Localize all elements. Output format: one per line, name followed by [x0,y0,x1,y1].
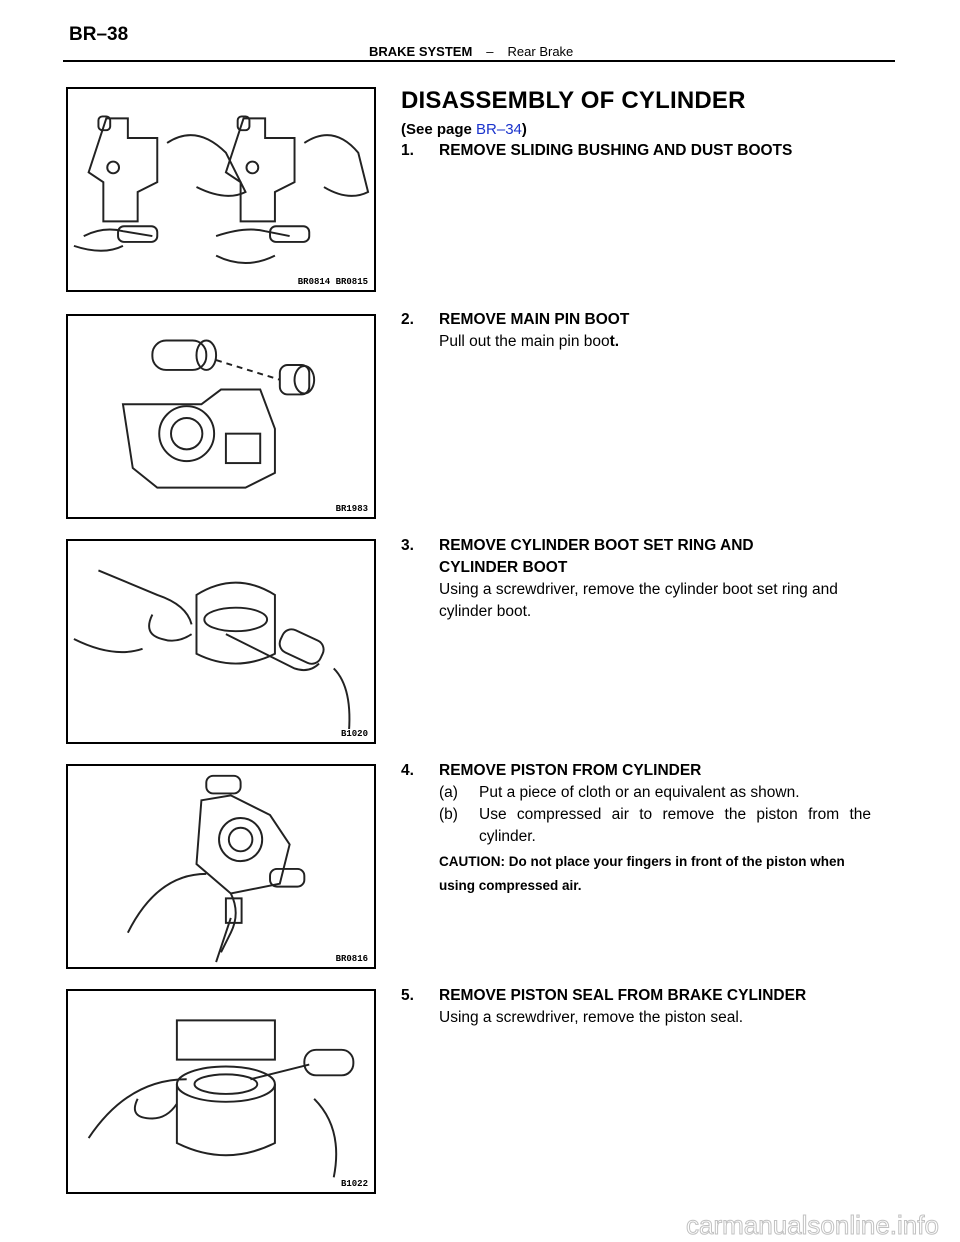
figure-main-pin-boot: BR1983 [66,314,376,519]
figure-illustration [87,1019,355,1178]
step-number: 1. [401,142,414,159]
sub-step-b: (b) Use compressed air to remove the pis… [401,804,871,848]
step-heading: 4. REMOVE PISTON FROM CYLINDER [401,760,871,782]
header-section: BRAKE SYSTEM–Rear Brake [369,44,573,59]
header-separator: – [486,44,494,59]
page-number: BR–38 [69,24,129,45]
sub-step-label: (a) [439,784,458,801]
reference-link[interactable]: BR–34 [476,121,522,138]
step-heading: 5. REMOVE PISTON SEAL FROM BRAKE CYLINDE… [401,985,806,1007]
step-heading-text: REMOVE PISTON FROM CYLINDER [439,762,702,779]
step-3: 3. REMOVE CYLINDER BOOT SET RING AND CYL… [401,535,875,623]
reference-suffix: ) [521,121,527,138]
figure-remove-piston: BR0816 [66,764,376,969]
header-subsection: Rear Brake [507,44,574,59]
sub-step-label: (b) [439,806,458,823]
step-5: 5. REMOVE PISTON SEAL FROM BRAKE CYLINDE… [401,985,806,1029]
page-title: DISASSEMBLY OF CYLINDER [401,87,746,114]
step-body: Using a screwdriver, remove the cylinder… [439,581,838,620]
step-4: 4. REMOVE PISTON FROM CYLINDER (a) Put a… [401,760,871,898]
figure-illustration [126,774,306,963]
step-number: 4. [401,762,414,779]
figure-code: B1022 [338,1179,370,1189]
sub-step-a: (a) Put a piece of cloth or an equivalen… [401,782,871,804]
step-heading-text: REMOVE PISTON SEAL FROM BRAKE CYLINDER [439,987,807,1004]
figure-code: BR0816 [333,954,370,964]
step-2: 2. REMOVE MAIN PIN BOOT Pull out the mai… [401,309,629,353]
step-heading-text: REMOVE MAIN PIN BOOT [439,311,630,328]
step-heading: 2. REMOVE MAIN PIN BOOT [401,309,629,331]
step-heading-text: REMOVE SLIDING BUSHING AND DUST BOOTS [439,142,793,159]
figure-sliding-bushing: BR0814 BR0815 [66,87,376,292]
watermark: carmanualsonline.info [686,1210,940,1241]
step-number: 2. [401,311,414,328]
figure-illustration [121,339,316,489]
sub-step-text: Put a piece of cloth or an equivalent as… [479,784,800,801]
step-body-text: Pull out the main pin boo [439,333,610,350]
figure-code: BR0814 BR0815 [295,277,370,287]
step-1: 1. REMOVE SLIDING BUSHING AND DUST BOOTS [401,140,792,162]
step-body-bold-text: t. [609,333,620,350]
reference-prefix: (See page [401,121,477,138]
caution-note: CAUTION: Do not place your fingers in fr… [439,854,845,893]
step-heading-text: REMOVE CYLINDER BOOT SET RING AND [439,537,754,554]
step-body: Pull out the main pin boot. [401,331,629,353]
figure-illustration [73,569,351,738]
figure-code: B1020 [338,729,370,739]
step-body: Using a screwdriver, remove the piston s… [439,1009,744,1026]
step-heading: 1. REMOVE SLIDING BUSHING AND DUST BOOTS [401,140,792,162]
figure-code: BR1983 [333,504,370,514]
step-number: 5. [401,987,414,1004]
figure-illustration [73,115,370,265]
header-system: BRAKE SYSTEM [369,44,473,59]
step-heading-continued: CYLINDER BOOT [439,559,568,576]
step-heading: 3. REMOVE CYLINDER BOOT SET RING AND [401,535,875,557]
figure-cylinder-boot: B1020 [66,539,376,744]
header-rule [63,60,895,62]
sub-step-text: Use compressed air to remove the piston … [479,806,871,845]
step-number: 3. [401,537,414,554]
figure-piston-seal: B1022 [66,989,376,1194]
page-reference: (See page BR–34) [401,121,527,138]
